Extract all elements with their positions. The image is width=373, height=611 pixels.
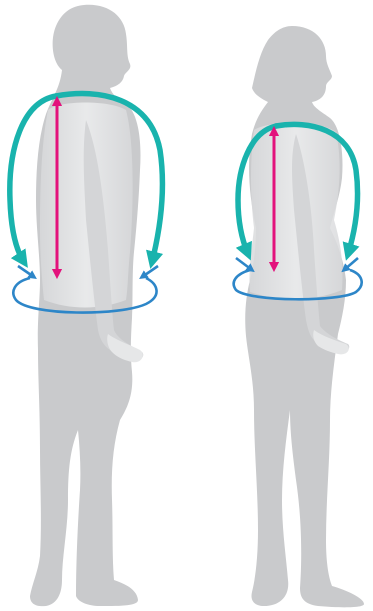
- female-figure: [234, 26, 364, 607]
- female-silhouette: [245, 26, 364, 607]
- male-waist-arrow-left: [18, 266, 34, 277]
- female-waist-arrow-right: [344, 258, 358, 270]
- female-waist-arrow-left: [236, 258, 252, 270]
- male-waist-arrow-right: [142, 266, 158, 277]
- male-figure: [10, 5, 163, 606]
